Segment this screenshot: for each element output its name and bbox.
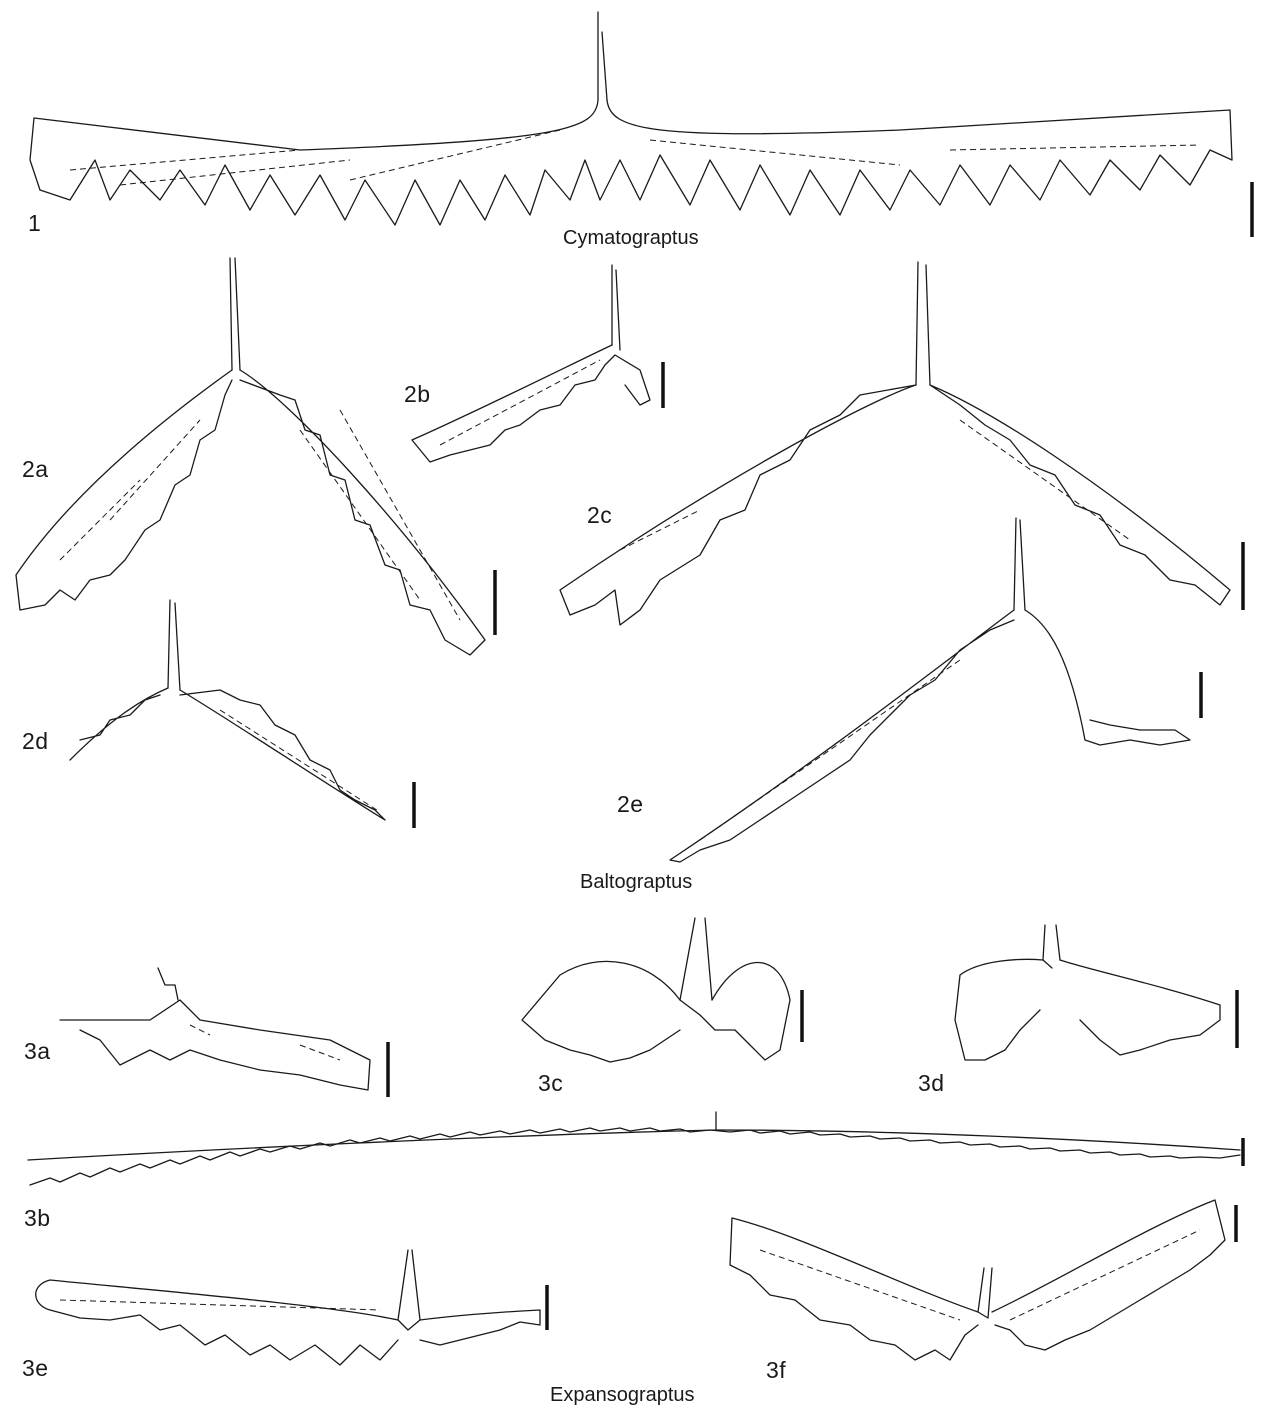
specimen-1 <box>29 11 1233 226</box>
figure-label-2d: 2d <box>22 728 49 754</box>
genus-name-cymatograptus: Cymatograptus <box>563 227 699 249</box>
specimen-3a <box>59 967 371 1091</box>
figure-label-2b: 2b <box>404 381 431 407</box>
specimen-2b <box>411 264 651 463</box>
figure-label-3f: 3f <box>766 1357 787 1383</box>
figure-label-1: 1 <box>28 210 42 236</box>
specimen-3e <box>35 1249 541 1366</box>
specimen-3c <box>521 917 791 1063</box>
specimen-3b <box>27 1111 1241 1186</box>
figure-label-3e: 3e <box>22 1355 49 1381</box>
specimen-2a <box>15 257 486 656</box>
figure-label-3a: 3a <box>24 1038 51 1064</box>
specimen-2c <box>559 261 1231 626</box>
figure-label-3c: 3c <box>538 1070 564 1096</box>
specimen-2e <box>669 517 1191 863</box>
figure-label-2e: 2e <box>617 791 644 817</box>
figure-label-2c: 2c <box>587 502 613 528</box>
specimen-3d <box>954 924 1221 1061</box>
genus-name-baltograptus: Baltograptus <box>580 871 693 893</box>
specimen-2d <box>69 599 386 821</box>
figure-label-3b: 3b <box>24 1205 51 1231</box>
figure-label-2a: 2a <box>22 456 49 482</box>
specimen-3f <box>729 1199 1226 1361</box>
genus-name-expansograptus: Expansograptus <box>550 1384 695 1406</box>
figure-label-3d: 3d <box>918 1070 945 1096</box>
